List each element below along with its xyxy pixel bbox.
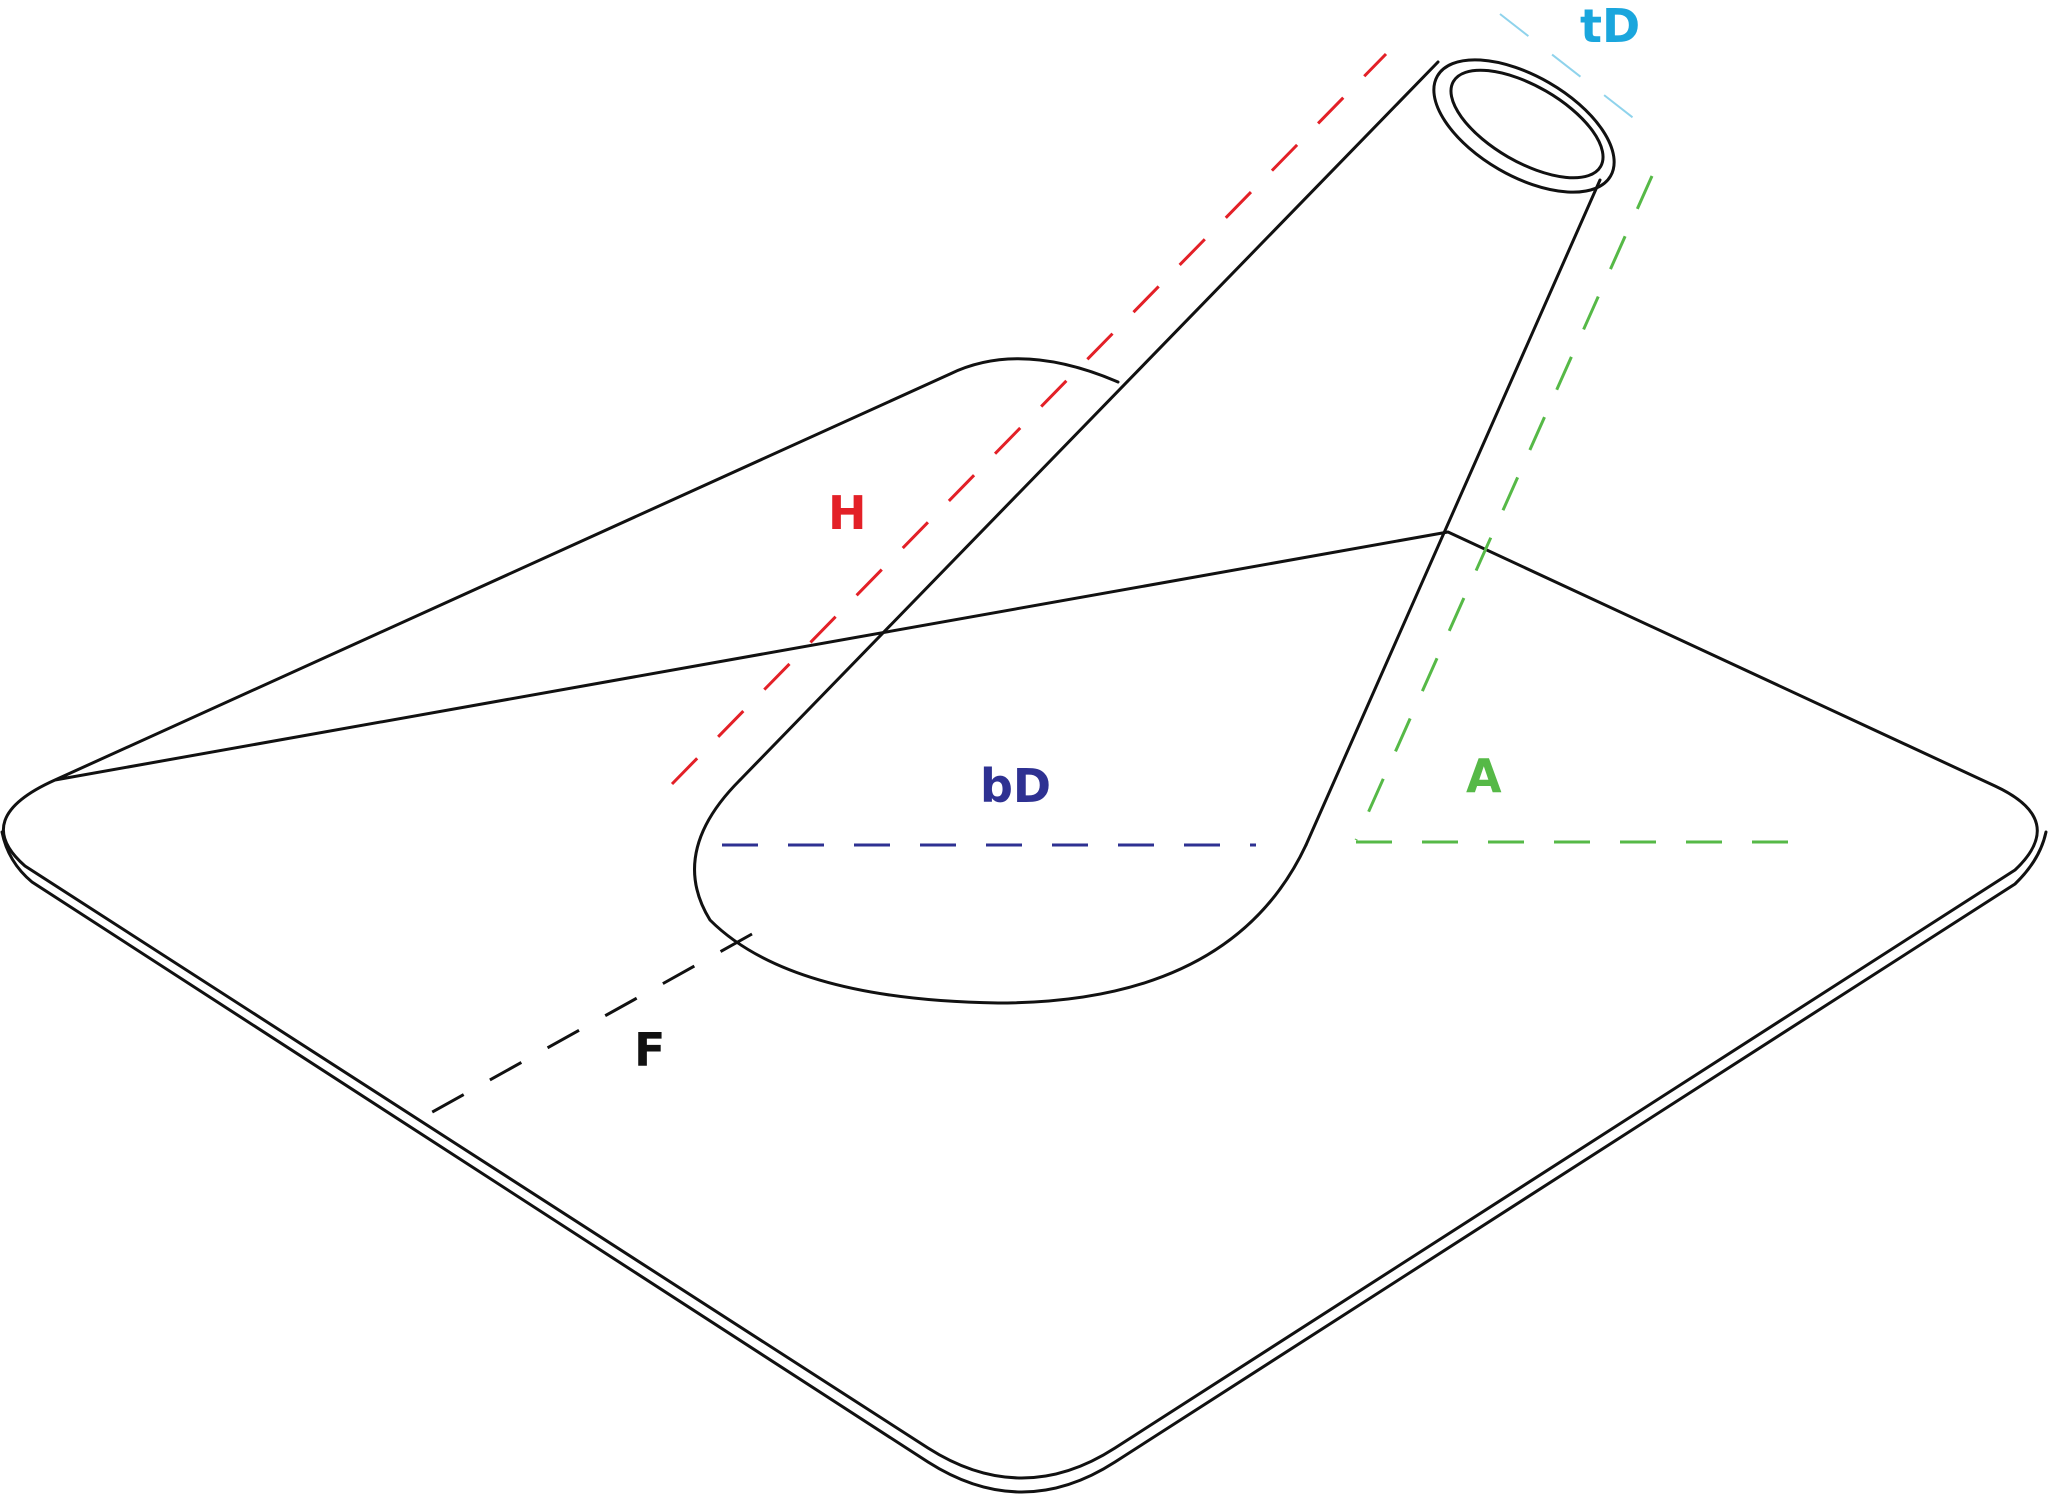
pipe-top-outer-rim bbox=[1432, 58, 1616, 194]
top-diameter-dimension-line bbox=[1499, 13, 1637, 121]
flange-label: F bbox=[634, 1023, 665, 1077]
height-dimension-line bbox=[670, 52, 1388, 786]
base-plate-top-outline bbox=[1, 357, 2039, 1480]
pipe-boot bbox=[693, 58, 1616, 1005]
pipe-top-inner-rim bbox=[1449, 68, 1605, 180]
angle-slope-line bbox=[1354, 175, 1654, 841]
top-diameter-label: tD bbox=[1580, 0, 1640, 53]
pipe-right-edge bbox=[1304, 178, 1602, 847]
height-label: H bbox=[828, 486, 867, 540]
base-plate-bottom-edge bbox=[0, 830, 2048, 1494]
bottom-diameter-label: bD bbox=[980, 759, 1051, 813]
base-plate bbox=[0, 357, 2048, 1494]
angle-label: A bbox=[1466, 749, 1502, 803]
flange-dimension-line bbox=[417, 932, 753, 1122]
pipe-base-curve bbox=[693, 778, 1308, 1005]
pipe-left-edge bbox=[738, 60, 1440, 782]
